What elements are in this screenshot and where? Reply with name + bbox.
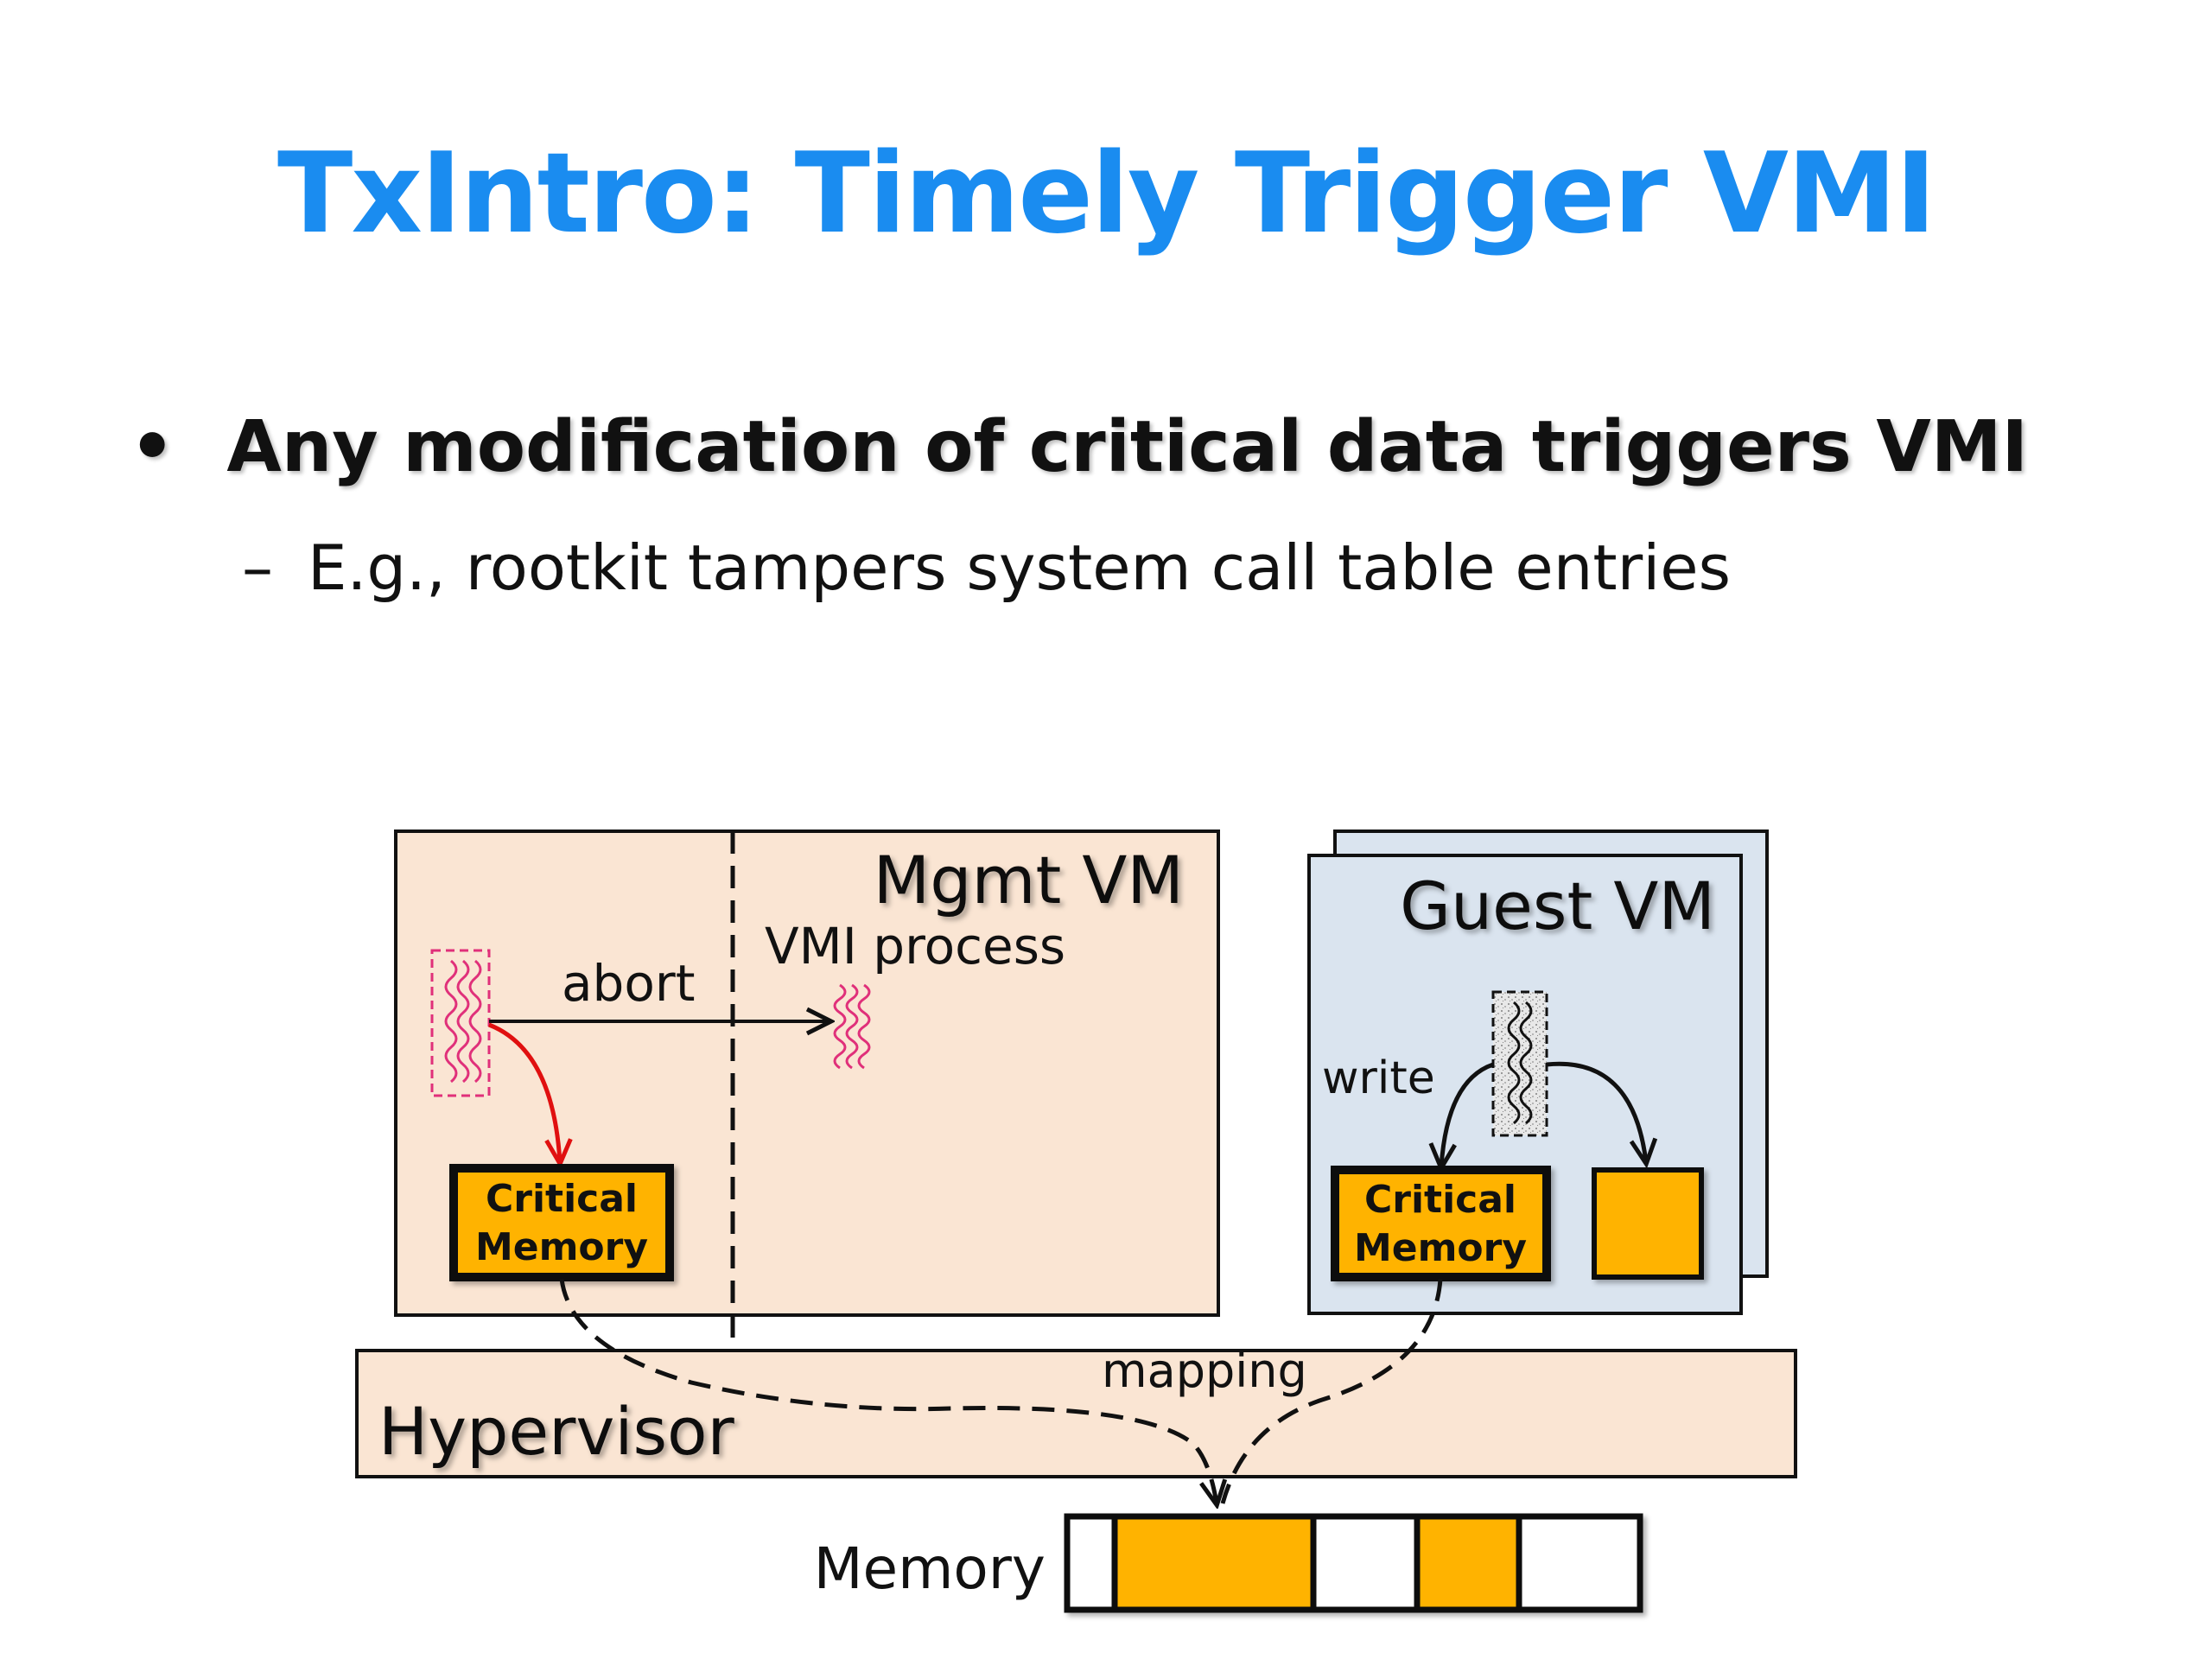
mgmt-critical-memory-block xyxy=(449,1164,674,1281)
vmi-process-label: VMI process xyxy=(765,917,1065,976)
sub-bullet-item: –E.g., rootkit tampers system call table… xyxy=(242,531,1731,604)
memory-cell-empty xyxy=(1516,1513,1643,1613)
guest-mapping-line xyxy=(1220,1278,1443,1504)
bullet-marker: • xyxy=(130,406,175,488)
vmi-process-thread-icon xyxy=(833,983,871,1070)
mgmt-critical-memory-line2: Memory xyxy=(475,1225,648,1269)
sub-bullet-marker: – xyxy=(242,531,273,604)
memory-label: Memory xyxy=(814,1535,1046,1602)
guest-vm-label: Guest VM xyxy=(1400,868,1715,944)
mapping-label: mapping xyxy=(1102,1344,1307,1398)
guest-memory-block xyxy=(1592,1167,1704,1280)
thread-icon xyxy=(444,959,458,1084)
guest-critical-memory-block xyxy=(1331,1166,1551,1281)
memory-cell-empty xyxy=(1064,1513,1118,1613)
bullet-item: • Any modification of critical data trigg… xyxy=(130,406,2028,488)
bullet-text: Any modification of critical data trigge… xyxy=(226,406,2028,488)
mgmt-critical-memory-line1: Critical xyxy=(486,1177,638,1221)
abort-label: abort xyxy=(562,954,695,1013)
memory-cell-used xyxy=(1111,1513,1317,1613)
slide-title: TxIntro: Timely Trigger VMI xyxy=(277,130,1936,258)
hypervisor-label: Hypervisor xyxy=(378,1393,735,1470)
guest-critical-memory-line1: Critical xyxy=(1364,1178,1516,1222)
memory-cell-used xyxy=(1414,1513,1522,1613)
memory-strip xyxy=(1064,1513,1643,1613)
mgmt-vm-label: Mgmt VM xyxy=(874,842,1184,918)
modification-arrow xyxy=(488,1022,560,1162)
write-arrow-left xyxy=(1441,1062,1494,1166)
mgmt-mapping-line xyxy=(559,1278,1217,1503)
guest-thread-icon xyxy=(1507,1001,1521,1125)
guest-critical-memory-line2: Memory xyxy=(1354,1226,1527,1270)
write-arrow-right xyxy=(1546,1061,1646,1162)
write-label: write xyxy=(1322,1052,1435,1104)
memory-cell-empty xyxy=(1310,1513,1421,1613)
sub-bullet-text: E.g., rootkit tampers system call table … xyxy=(308,531,1731,604)
